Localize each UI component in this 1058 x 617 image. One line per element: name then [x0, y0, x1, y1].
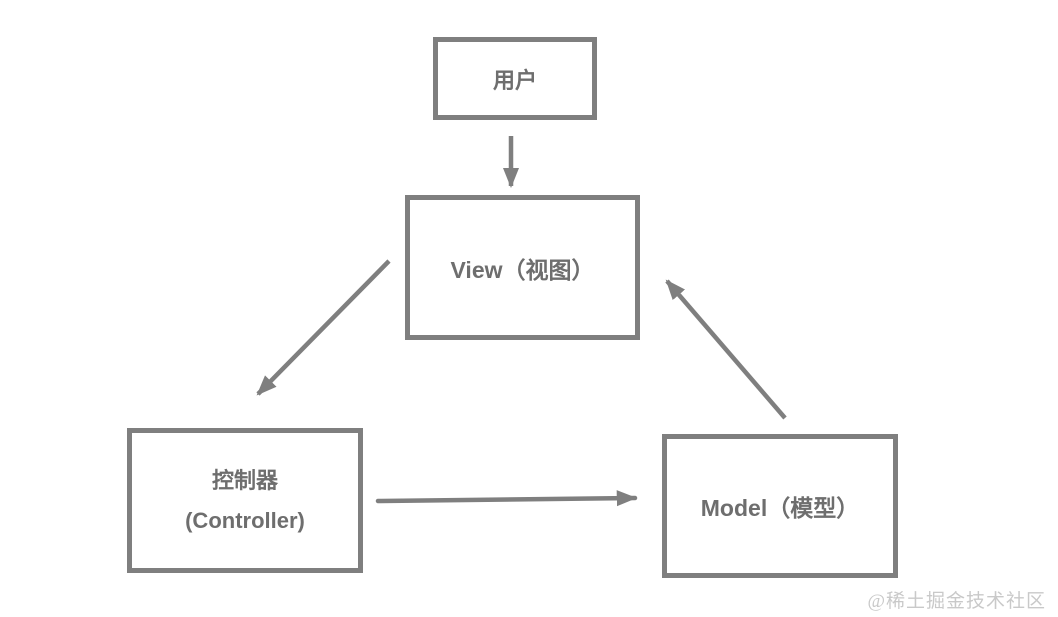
watermark: @稀土掘金技术社区 — [867, 591, 1046, 612]
node-model: Model（模型） — [662, 434, 898, 578]
arrow-view-to-controller — [256, 259, 391, 396]
arrow-model-to-view — [665, 279, 787, 420]
arrow-controller-to-model — [375, 490, 638, 507]
node-view-label: View（视图） — [450, 256, 595, 283]
node-controller: 控制器 (Controller) — [127, 428, 363, 573]
node-view: View（视图） — [405, 195, 640, 340]
node-model-label: Model（模型） — [700, 495, 860, 521]
node-user: 用户 — [433, 37, 597, 120]
node-controller-label-line2: (Controller) — [185, 507, 305, 533]
node-user-label: 用户 — [492, 67, 537, 93]
node-controller-label-line1: 控制器 — [211, 467, 278, 493]
